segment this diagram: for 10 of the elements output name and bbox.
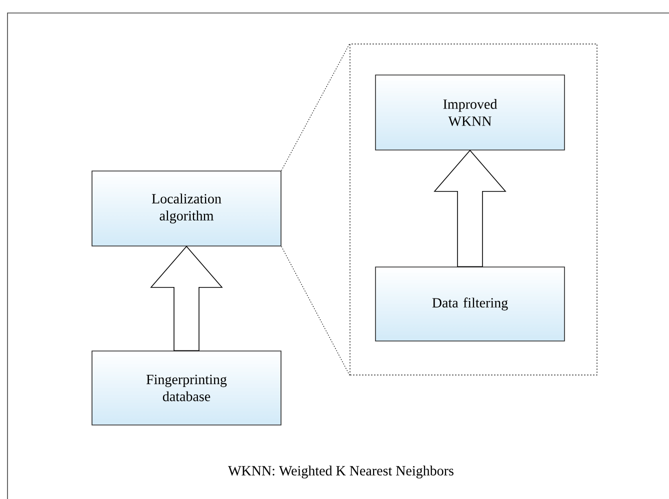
process-box: Data filtering	[375, 266, 565, 342]
block-arrow	[434, 150, 506, 267]
dotted-box	[350, 44, 598, 376]
zoom-line	[281, 246, 350, 376]
block-arrow	[150, 246, 223, 351]
caption: WKNN: Weighted K Nearest Neighbors	[228, 466, 454, 478]
zoom-line	[281, 43, 350, 171]
process-box: Fingerprinting database	[92, 350, 282, 426]
process-box: Improved WKNN	[375, 74, 565, 150]
process-box: Localization algorithm	[92, 170, 282, 246]
